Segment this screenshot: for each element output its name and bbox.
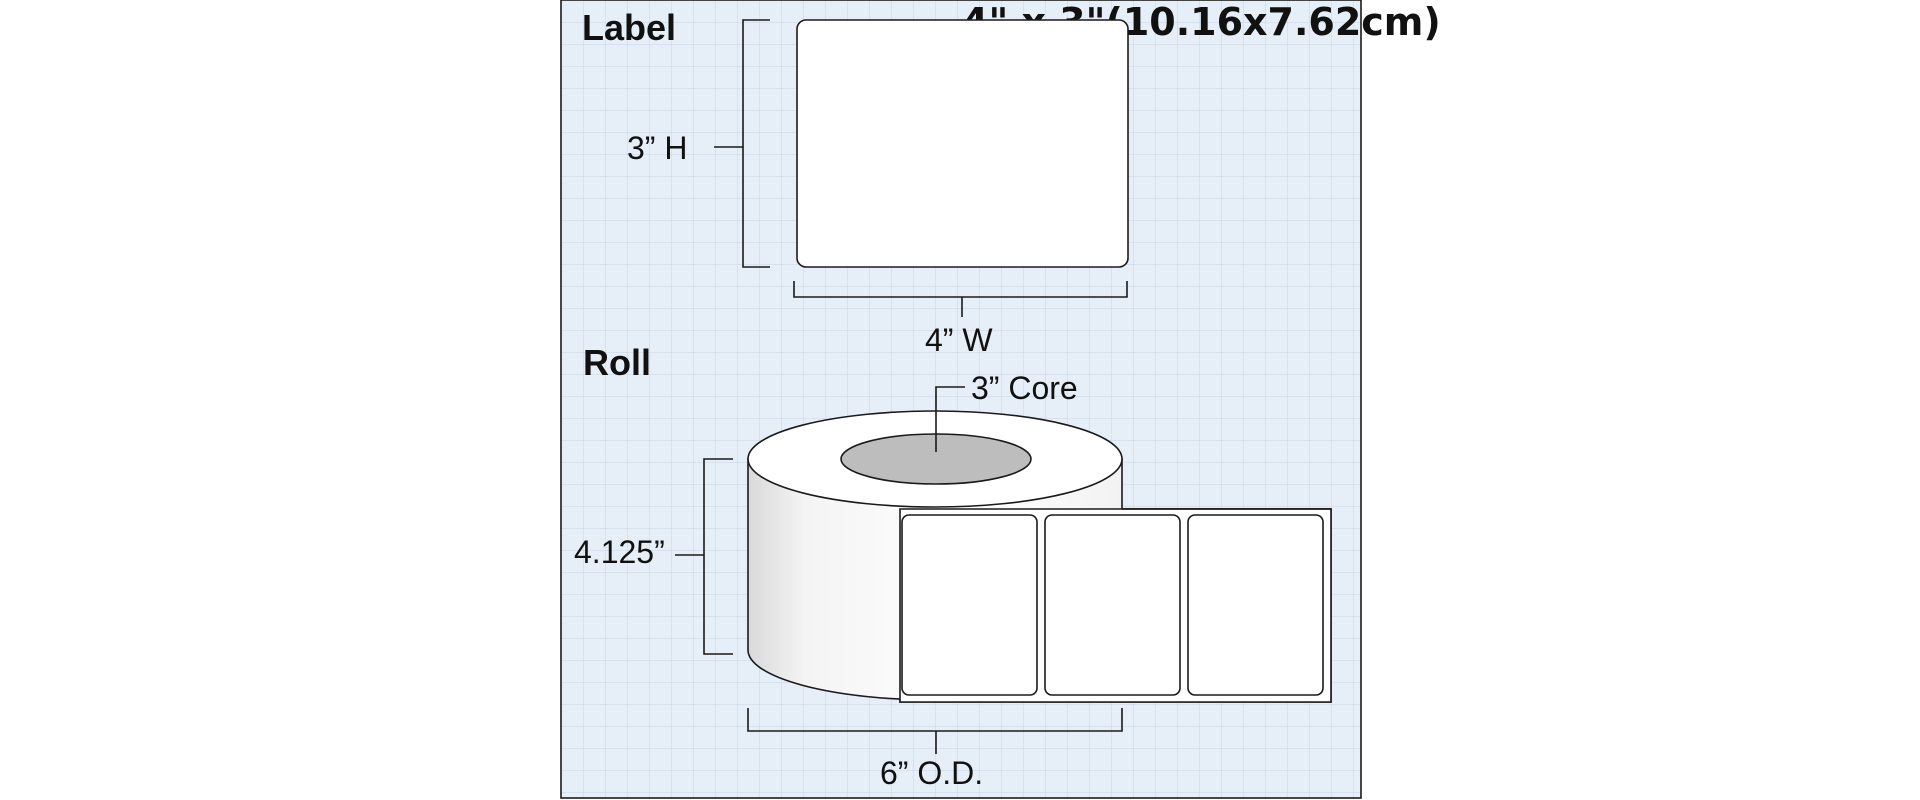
label-height-bracket [742, 19, 770, 268]
roll-label-2 [1044, 514, 1181, 696]
label-width-bracket [793, 281, 1128, 298]
core-leader-line [935, 386, 965, 452]
label-shape [796, 19, 1129, 268]
roll-label-1 [901, 514, 1038, 696]
label-width-label: 4” W [925, 322, 993, 358]
core-label: 3” Core [971, 370, 1078, 406]
roll-width-bracket [703, 458, 733, 655]
label-section-heading: Label [582, 7, 676, 48]
od-bracket [747, 708, 1123, 732]
roll-width-label: 4.125” [574, 534, 665, 570]
roll-label-3 [1187, 514, 1324, 696]
roll-section-heading: Roll [583, 342, 651, 383]
label-height-label: 3” H [627, 130, 687, 166]
outer-diameter-label: 6” O.D. [880, 755, 983, 791]
